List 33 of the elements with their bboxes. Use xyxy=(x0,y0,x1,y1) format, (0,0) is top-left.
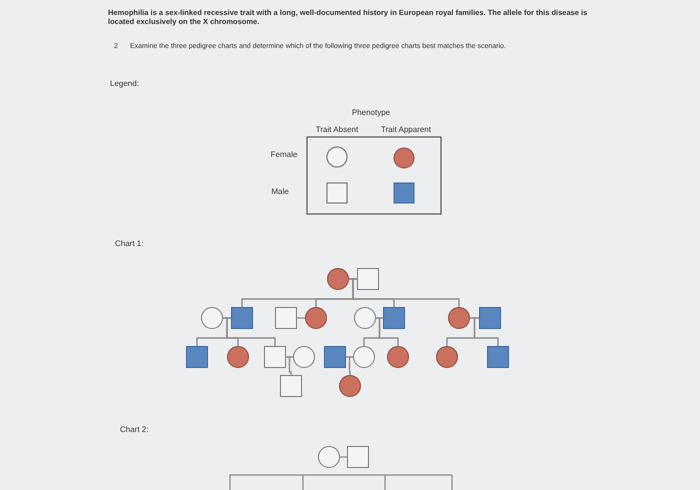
affected-female-circle xyxy=(339,375,361,397)
affected-male-square xyxy=(487,346,509,368)
affected-male-square xyxy=(231,307,253,329)
column-heading: Phenotype xyxy=(352,108,390,117)
descent-line xyxy=(348,356,353,375)
affected-male-square xyxy=(479,307,501,329)
column-heading: Trait Absent xyxy=(316,125,358,134)
row-heading: Male xyxy=(271,187,289,196)
male-square xyxy=(264,346,286,368)
column-heading: Trait Apparent xyxy=(381,125,431,134)
chart-heading: Chart 1: xyxy=(115,239,144,248)
section-heading: Legend: xyxy=(110,79,139,88)
affected-female-circle xyxy=(327,268,349,290)
female-circle xyxy=(354,307,376,329)
affected-male-square xyxy=(186,346,208,368)
descent-line xyxy=(288,356,293,375)
female-circle xyxy=(353,346,375,368)
chart-heading: Chart 2: xyxy=(120,425,148,434)
male-square xyxy=(280,375,302,397)
female-circle xyxy=(293,346,315,368)
row-heading: Female xyxy=(270,150,298,159)
affected-female-circle xyxy=(227,346,249,368)
affected-female-circle xyxy=(305,307,327,329)
male-square xyxy=(357,268,379,290)
affected-female-circle xyxy=(387,346,409,368)
female-circle xyxy=(201,307,223,329)
affected-female-circle xyxy=(448,307,470,329)
male-square xyxy=(347,446,369,468)
affected-female-circle xyxy=(436,346,458,368)
male-square xyxy=(275,307,297,329)
female-circle xyxy=(318,446,340,468)
affected-male-square xyxy=(383,307,405,329)
affected-male-square xyxy=(324,346,346,368)
